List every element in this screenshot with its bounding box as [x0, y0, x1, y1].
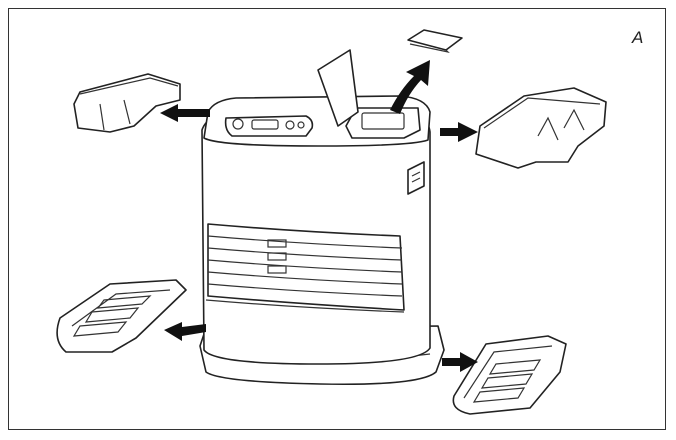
arrow-up-icon: [390, 60, 430, 114]
arrow-down-left-icon: [164, 322, 206, 341]
top-left-packing-piece: [73, 73, 181, 133]
heater: [199, 49, 445, 386]
tank-flap: [317, 49, 359, 127]
knob-icon: [232, 118, 244, 130]
figure-label: A: [632, 28, 644, 47]
bottom-right-tray: [452, 335, 567, 415]
bottom-left-tray: [56, 279, 187, 353]
arrow-right-icon: [440, 122, 478, 142]
removed-document: [407, 29, 463, 51]
top-right-packing-piece: [475, 87, 607, 169]
arrow-down-right-icon: [442, 352, 478, 372]
display-icon: [251, 119, 279, 130]
figure-frame: [8, 8, 666, 430]
arrow-left-icon: [160, 104, 210, 122]
side-handle: [407, 161, 425, 195]
